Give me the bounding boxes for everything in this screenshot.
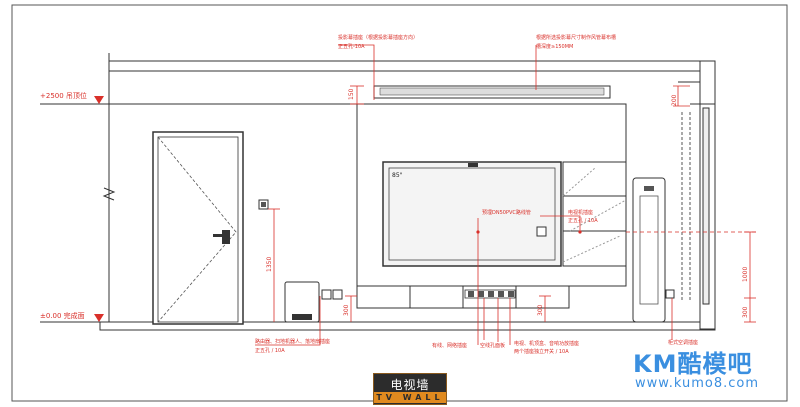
floor-socket-2 bbox=[332, 289, 343, 300]
dim-1000: 1000 bbox=[742, 267, 749, 282]
ceiling-level-label: +2500 吊顶位 bbox=[40, 91, 87, 100]
light-switch-left-key bbox=[261, 202, 266, 207]
leader-dot-pvc bbox=[476, 230, 480, 234]
annotation-projector-socket: 投影幕插座（根据投影幕插座方向） bbox=[338, 34, 418, 41]
door-swing bbox=[157, 136, 237, 323]
annotation-tv-socket-spec: 正五孔 / 10A bbox=[568, 217, 598, 224]
curtain-track bbox=[702, 107, 710, 305]
floor-level-marker bbox=[94, 314, 104, 322]
annotation-router-socket-spec: 正五孔 / 10A bbox=[255, 347, 285, 354]
socket-a bbox=[468, 291, 474, 297]
dim-150: 150 bbox=[348, 88, 355, 100]
socket-d bbox=[498, 291, 504, 297]
watermark-url: www.kumo8.com bbox=[635, 376, 759, 391]
annotation-screen-slot-depth: 槽深度≥150MM bbox=[536, 43, 573, 50]
dim-300-mid: 300 bbox=[537, 304, 544, 316]
door-handle-plate bbox=[222, 230, 230, 244]
ac-socket bbox=[665, 289, 675, 299]
shelf-hatch-2 bbox=[569, 199, 627, 232]
watermark-logo: KM酷模吧 bbox=[633, 350, 753, 378]
dim-1350: 1350 bbox=[266, 257, 273, 272]
door-leaf bbox=[157, 136, 239, 323]
dim-300-right: 300 bbox=[742, 306, 749, 318]
annotation-tv-socket: 电视机插座 bbox=[568, 209, 593, 216]
floor-socket-1 bbox=[321, 289, 332, 300]
tv-camera bbox=[468, 163, 478, 167]
leader-lines bbox=[255, 44, 673, 346]
door-handle bbox=[213, 234, 225, 237]
floor-level-label: ±0.00 完成面 bbox=[40, 311, 85, 320]
ceiling-slab bbox=[108, 60, 716, 72]
annotation-blank-panel: 空线孔面板 bbox=[480, 342, 505, 349]
drawing-title-block: 电视墙 TV WALL bbox=[373, 373, 447, 405]
socket-c bbox=[488, 291, 494, 297]
socket-b bbox=[478, 291, 484, 297]
dimension-lines bbox=[268, 85, 756, 323]
dim-300-left: 300 bbox=[343, 304, 350, 316]
floor-appliance bbox=[284, 281, 320, 323]
annotation-router-socket: 路由器、扫地机器人、落地扇插座 bbox=[255, 338, 330, 345]
floor-appliance-base bbox=[292, 314, 312, 320]
television bbox=[382, 161, 562, 267]
leader-dot-tv-socket bbox=[578, 230, 582, 234]
annotation-pvc-pipe: 预埋DN50PVC路线管 bbox=[482, 209, 531, 216]
drawing-title-en: TV WALL bbox=[374, 392, 446, 403]
right-bulkhead bbox=[678, 61, 701, 83]
shelf-hatch-3 bbox=[562, 235, 621, 263]
ac-vent bbox=[639, 195, 659, 305]
annotation-projector-socket-spec: 正五孔-10A bbox=[338, 43, 365, 50]
dim-200: 200 bbox=[671, 94, 678, 106]
tv-wall-switch bbox=[536, 226, 547, 237]
annotation-ac-socket: 柜式空调插座 bbox=[668, 339, 698, 346]
ac-display bbox=[644, 186, 654, 191]
ceiling-level-marker bbox=[94, 96, 104, 104]
television-screen bbox=[388, 167, 556, 261]
annotation-av-socket-spec: 两个插座独立开关 / 10A bbox=[514, 348, 569, 355]
tv-size-label: 85" bbox=[392, 172, 403, 179]
shelf-unit bbox=[562, 161, 627, 267]
projection-screen-roll bbox=[379, 87, 605, 96]
break-symbol bbox=[102, 187, 116, 201]
annotation-network-socket: 有线、网络插座 bbox=[432, 342, 467, 349]
shelf-hatch-1 bbox=[562, 167, 596, 197]
annotation-av-socket: 电视、机顶盒、音响功放插座 bbox=[514, 340, 579, 347]
drawing-title-cn: 电视墙 bbox=[390, 378, 430, 392]
socket-e bbox=[508, 291, 514, 297]
annotation-screen-slot: 根据所选投影幕尺寸制作风管幕布槽 bbox=[536, 34, 616, 41]
